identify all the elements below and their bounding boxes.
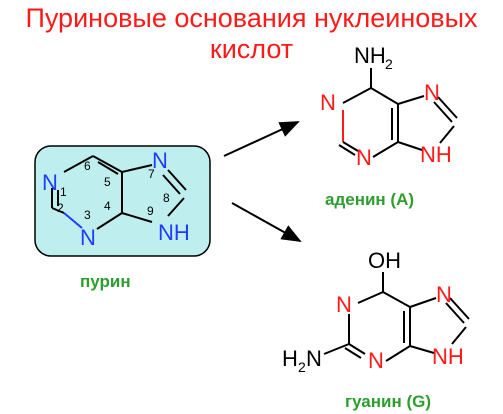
adenine-n9h: NH	[420, 142, 452, 167]
purine-number-5: 5	[104, 175, 111, 189]
guanine-structure: OH N N N NH H 2 N	[282, 248, 470, 375]
purine-number-3: 3	[84, 208, 91, 222]
adenine-nh2: NH	[354, 43, 386, 68]
title-line-2: кислот	[209, 34, 294, 64]
guanine-h2n-subscript: 2	[298, 359, 306, 375]
adenine-n1: N	[320, 90, 336, 115]
purine-number-8: 8	[163, 191, 170, 205]
purine-number-2: 2	[57, 201, 64, 215]
adenine-structure: NH 2 N N N NH	[320, 43, 458, 170]
adenine-n7: N	[424, 80, 440, 105]
guanine-oh: OH	[368, 248, 401, 273]
purine-number-1: 1	[60, 185, 67, 199]
title-line-1: Пуриновые основания нуклеиновых	[25, 3, 478, 33]
guanine-n1: N	[336, 292, 352, 317]
guanine-caption: гуанин (G)	[345, 392, 431, 411]
purine-n1: N	[42, 170, 58, 195]
guanine-n3: N	[368, 348, 384, 373]
purine-number-4: 4	[104, 199, 111, 213]
purine-n9h: NH	[158, 220, 190, 245]
purine-caption: пурин	[80, 272, 131, 291]
adenine-nh2-subscript: 2	[385, 56, 393, 72]
purine-number-9: 9	[147, 204, 154, 218]
guanine-n7: N	[436, 282, 452, 307]
adenine-n3: N	[356, 145, 372, 170]
adenine-caption: аденин (А)	[325, 190, 414, 209]
guanine-h2n-h: H	[282, 346, 298, 371]
arrow-to-guanine	[231, 202, 302, 242]
purine-n7: N	[152, 148, 168, 173]
arrow-to-adenine	[223, 121, 300, 157]
purine-n3: N	[80, 225, 96, 250]
purine-number-7: 7	[148, 167, 155, 181]
purine-structure: N N N NH 1 2 3 4 5 6 7 8 9	[34, 145, 211, 257]
guanine-n9h: NH	[432, 344, 464, 369]
purine-number-6: 6	[84, 159, 91, 173]
guanine-h2n-n: N	[306, 346, 322, 371]
